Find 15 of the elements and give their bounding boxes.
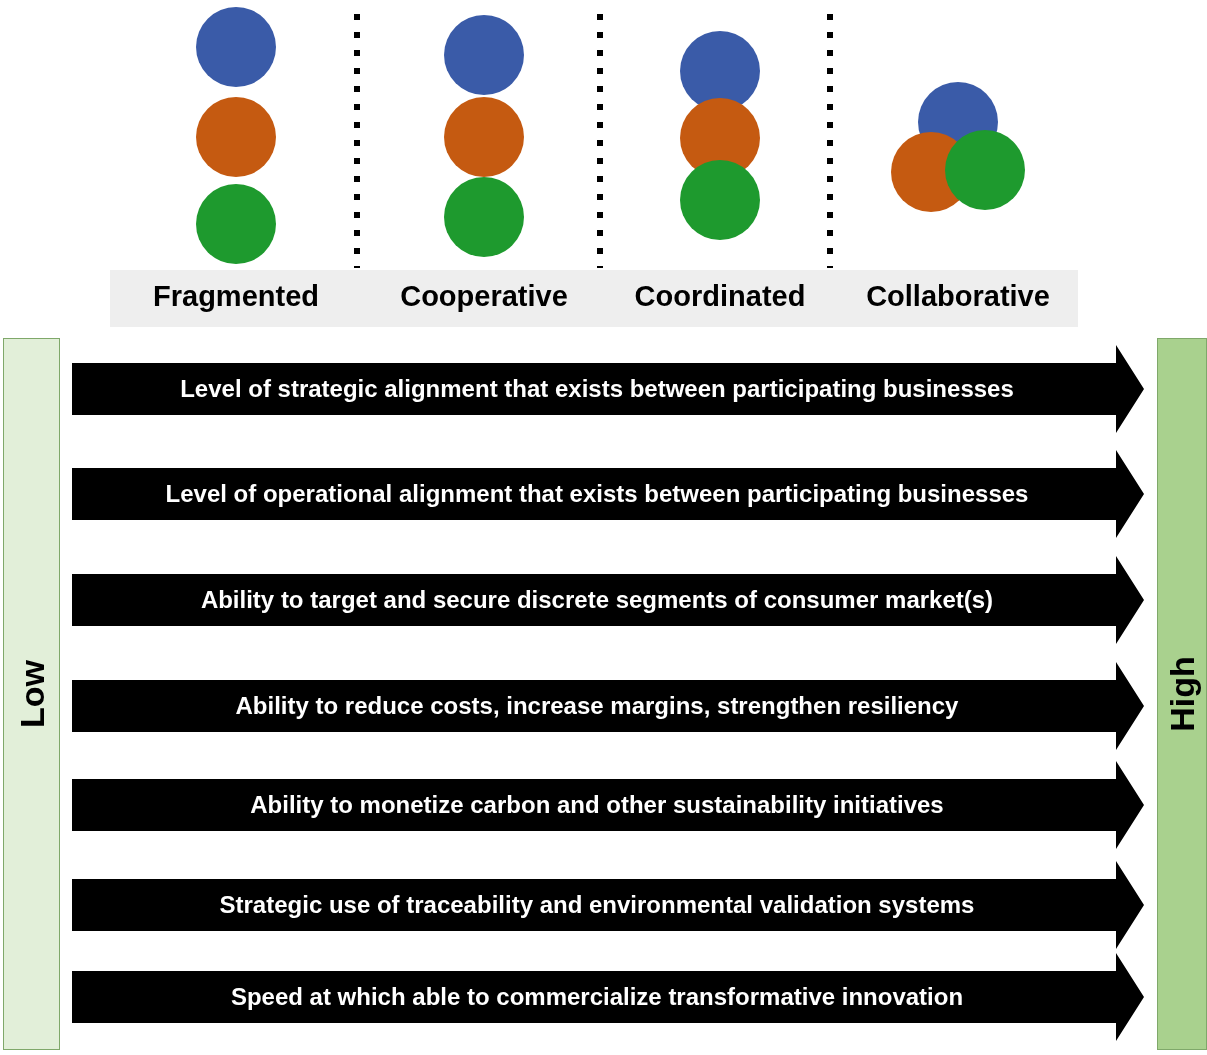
- arrow-text: Level of strategic alignment that exists between participating businesses: [179, 374, 1015, 404]
- stage-label: Coordinated: [633, 280, 807, 313]
- arrow-text: Ability to monetize carbon and other sustainability initiatives: [249, 790, 945, 820]
- scale-label: Low: [12, 660, 51, 728]
- arrow-text: Level of operational alignment that exists between participating businesses: [164, 479, 1030, 509]
- arrow-text: Speed at which able to commercialize transformative innovation: [229, 982, 965, 1012]
- arrow-text: Ability to target and secure discrete segments of consumer market(s): [199, 585, 995, 615]
- scale-label: High: [1162, 656, 1202, 732]
- scale-bar: [3, 338, 60, 1050]
- stage-label: Cooperative: [399, 280, 569, 313]
- arrow-text: Ability to reduce costs, increase margins, strengthen resiliency: [234, 691, 960, 721]
- scale-bar: [1157, 338, 1207, 1050]
- arrow-text: Strategic use of traceability and environmental validation systems: [218, 890, 976, 920]
- stage-label: Fragmented: [152, 280, 320, 313]
- stage-label: Collaborative: [865, 280, 1051, 313]
